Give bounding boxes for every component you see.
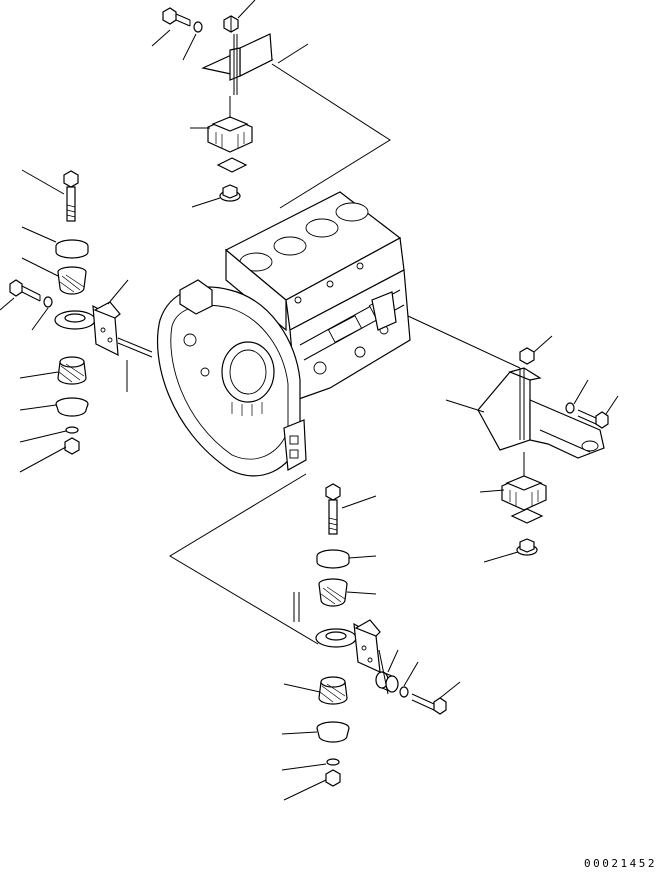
top-washer [193,21,203,33]
right-mount-group [445,335,619,563]
drawing-number: 00021452 [584,857,657,870]
left-bracket [54,301,153,358]
left-upper-rubber [57,266,87,295]
bottom-lower-cap [316,721,350,743]
bottom-nut [325,769,341,787]
left-upper-cap [55,239,89,259]
bottom-upper-cap [316,549,350,569]
top-nut [223,15,239,33]
top-rubber-mount [207,96,253,153]
engine-block [156,191,411,477]
bottom-vertical-bolt [325,483,341,535]
bottom-connection-line [169,473,319,645]
bottom-mount-group [281,483,461,801]
left-mount-group [0,169,153,473]
right-nut [519,347,535,365]
top-flange-nut [219,184,241,202]
right-connection-line [407,315,521,369]
left-side-washer [43,296,53,308]
top-bracket [201,33,274,95]
top-shim [216,157,248,173]
left-lower-rubber [57,356,87,385]
right-washer [565,402,575,414]
bottom-pin [293,592,300,622]
left-nut [64,437,80,455]
right-shim [510,508,544,524]
bottom-washer [326,758,340,766]
left-washer [65,426,79,434]
top-bolt [162,7,191,27]
right-flange-nut [516,538,538,556]
right-bolt [577,409,609,429]
right-bracket [477,367,605,459]
bottom-washer-side [399,686,409,698]
right-rubber-mount [501,452,547,511]
left-vertical-bolt [63,170,79,222]
bottom-upper-rubber [318,578,348,607]
top-mount-group [151,0,391,209]
left-lower-cap [55,397,89,417]
bottom-bracket [315,619,381,673]
bottom-lower-rubber [318,676,348,705]
left-side-bolt [9,279,41,302]
